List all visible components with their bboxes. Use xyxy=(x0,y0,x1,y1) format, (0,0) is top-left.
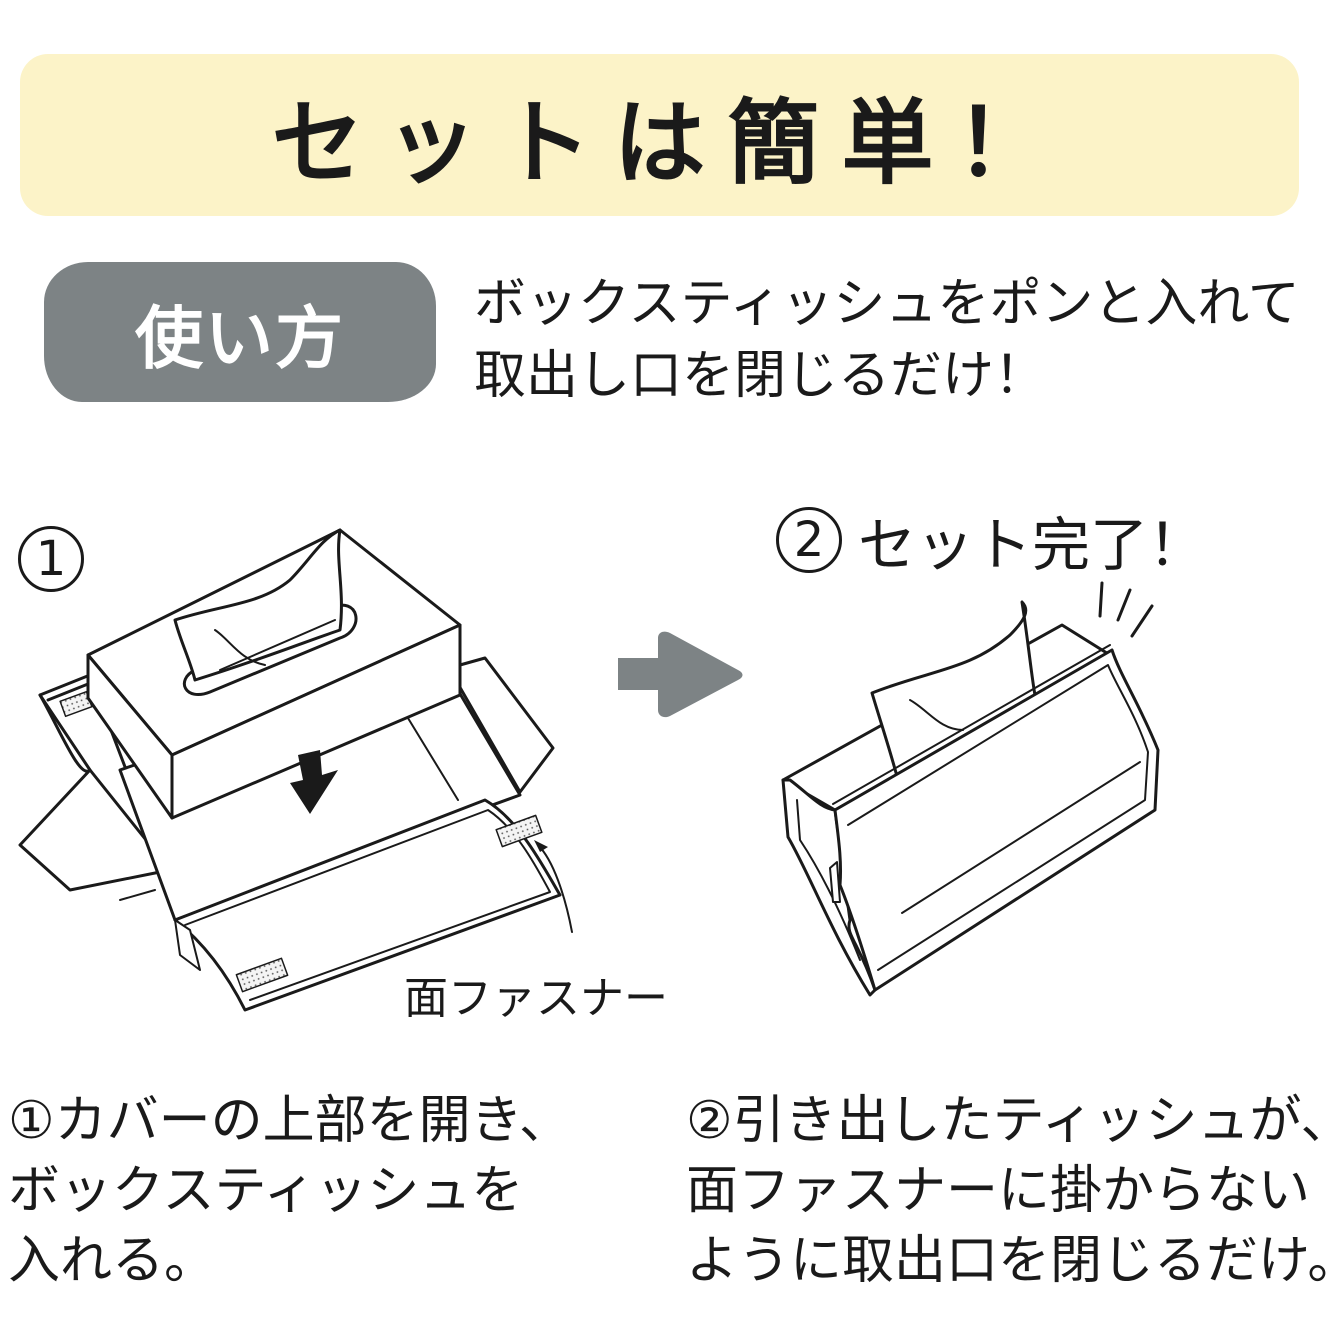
how-to-label: 使い方 xyxy=(134,299,345,379)
step-2-number: 2 xyxy=(776,507,842,573)
step-2-heading: 2 セット完了！ xyxy=(776,498,1206,582)
step-2-illustration xyxy=(781,581,1160,997)
intro-text: ボックスティッシュをポンと入れて 取出し口を閉じるだけ！ xyxy=(474,268,1314,412)
step-2-title: セット完了！ xyxy=(858,511,1207,579)
caption-line: 面ファスナーに掛からない xyxy=(686,1161,1311,1221)
caption-line: ②引き出したティッシュが、 xyxy=(686,1091,1336,1151)
caption-line: ボックスティッシュを xyxy=(8,1161,524,1221)
intro-line: ボックスティッシュをポンと入れて xyxy=(474,274,1300,334)
intro-line: 取出し口を閉じるだけ！ xyxy=(474,346,1047,406)
hook-and-loop-fastener-label: 面ファスナー xyxy=(404,973,668,1024)
step-1-number: 1 xyxy=(18,526,84,592)
how-to-badge: 使い方 xyxy=(44,262,436,402)
step-1-illustration xyxy=(18,528,573,1012)
caption-line: ①カバーの上部を開き、 xyxy=(8,1091,571,1151)
right-arrow-icon xyxy=(618,631,743,718)
banner-title: セットは簡単！ xyxy=(271,89,1070,197)
caption-line: ように取出口を閉じるだけ。 xyxy=(686,1231,1336,1291)
step-2-caption: ②引き出したティッシュが、 面ファスナーに掛からない ように取出口を閉じるだけ。 xyxy=(686,1086,1336,1296)
step-1-caption: ①カバーの上部を開き、 ボックスティッシュを 入れる。 xyxy=(8,1086,571,1296)
step-1-heading: 1 xyxy=(18,526,100,592)
title-banner: セットは簡単！ xyxy=(20,54,1299,216)
caption-line: 入れる。 xyxy=(8,1231,217,1291)
